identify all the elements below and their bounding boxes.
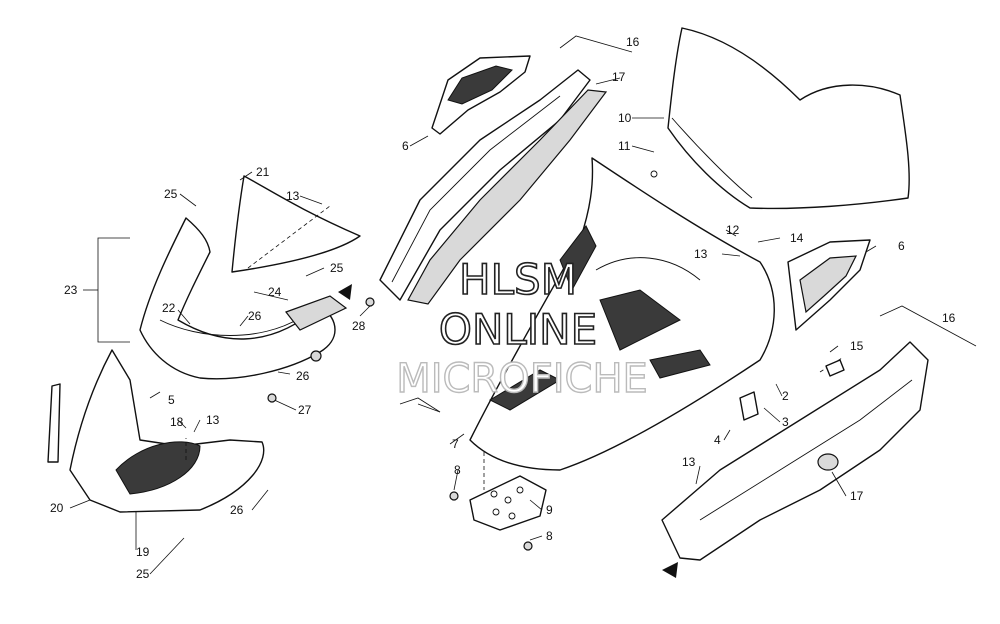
side-trim-20 [47, 383, 61, 463]
callout-label: 8 [546, 529, 553, 543]
callout-label: 24 [268, 285, 282, 299]
direction-arrow-right [662, 562, 678, 578]
callout-label: 16 [626, 35, 640, 49]
callout-label: 13 [694, 247, 708, 261]
callout-label: 13 [682, 455, 696, 469]
trim-rail-upper [379, 69, 591, 301]
callout-label: 22 [162, 301, 176, 315]
callout-label: 25 [330, 261, 344, 275]
callout-label: 8 [454, 463, 461, 477]
watermark: HLSM ONLINE MICROFICHE [395, 254, 648, 403]
callout-label: 17 [612, 70, 626, 84]
direction-arrow-left [338, 284, 352, 300]
callout-label: 14 [790, 231, 804, 245]
callout-label: 26 [248, 309, 262, 323]
callout-label: 17 [850, 489, 864, 503]
callout-label: 10 [618, 111, 632, 125]
callout-label: 6 [402, 139, 409, 153]
callout-label: 11 [618, 139, 631, 153]
callout-label: 7 [452, 437, 459, 451]
nose-cone-upper [231, 175, 361, 273]
callout-label: 23 [64, 283, 78, 297]
side-vent-left [431, 55, 531, 135]
skid-plate [469, 475, 547, 531]
callout-label: 5 [168, 393, 175, 407]
side-vent-right [787, 239, 871, 331]
callout-label: 3 [782, 415, 789, 429]
callout-label: 4 [714, 433, 721, 447]
lower-grille-assembly [69, 349, 265, 513]
callout-label: 9 [546, 503, 553, 517]
bumper-assembly [139, 217, 348, 380]
callout-label: 26 [230, 503, 244, 517]
callout-label: 28 [352, 319, 366, 333]
watermark-line-2: ONLINE [439, 305, 597, 354]
callout-label: 6 [898, 239, 905, 253]
windshield [667, 27, 910, 210]
callout-label: 20 [50, 501, 64, 515]
callout-label: 2 [782, 389, 789, 403]
callout-label: 25 [136, 567, 150, 581]
callout-labels: 16 17 10 11 6 21 25 13 25 23 24 22 26 28… [50, 35, 956, 581]
watermark-line-1: HLSM [459, 255, 577, 304]
callout-label: 25 [164, 187, 178, 201]
callout-label: 26 [296, 369, 310, 383]
callout-label: 16 [942, 311, 956, 325]
callout-label: 18 [170, 415, 184, 429]
callout-label: 13 [206, 413, 220, 427]
callout-label: 27 [298, 403, 312, 417]
callout-label: 15 [850, 339, 864, 353]
callout-label: 21 [256, 165, 270, 179]
callout-label: 19 [136, 545, 150, 559]
trim-strip-17 [407, 89, 608, 305]
hood [469, 157, 775, 471]
watermark-line-3: MICROFICHE [396, 356, 648, 402]
callout-label: 13 [286, 189, 300, 203]
callout-label: 12 [726, 223, 740, 237]
side-panel-right [661, 341, 929, 561]
